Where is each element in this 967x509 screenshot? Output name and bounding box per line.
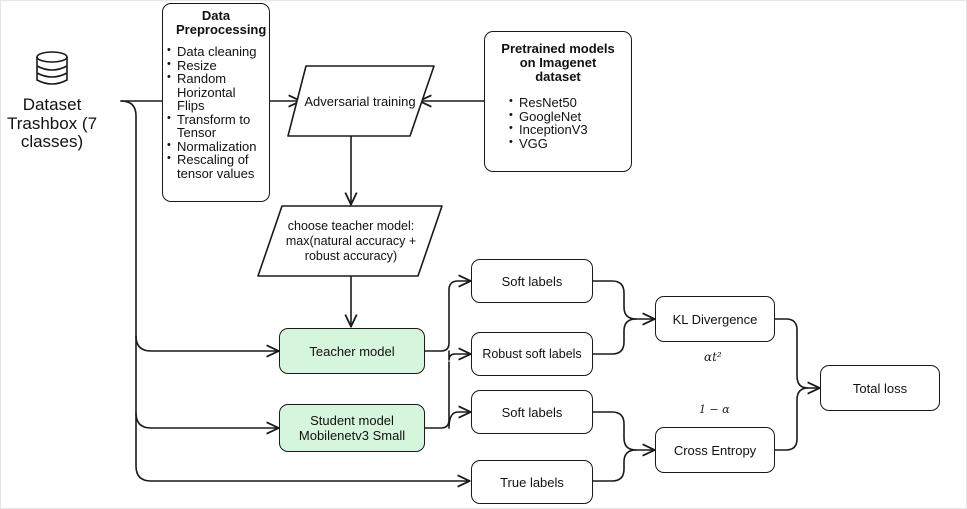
cross-entropy-box: Cross Entropy [655, 427, 775, 473]
arrow-teacher-to-robust [448, 351, 470, 361]
preprocessing-list: Data cleaningResizeRandom Horizontal Fli… [167, 44, 265, 180]
pretrained-item: ResNet50 [509, 95, 588, 110]
arrow-robust-to-kl [592, 318, 637, 355]
arrow-ce-to-total [774, 387, 809, 451]
preprocessing-item: Rescaling of tensor values [167, 152, 265, 180]
preprocessing-item: Transform to Tensor [167, 112, 265, 140]
preprocessing-item: Data cleaning [167, 44, 265, 59]
arrow-student-to-soft [448, 412, 470, 429]
student-model-box: Student model Mobilenetv3 Small [279, 404, 425, 452]
soft-labels-bottom-box: Soft labels [471, 390, 593, 434]
total-loss-box: Total loss [820, 365, 940, 411]
preprocessing-title: Data Preprocessing [176, 8, 267, 37]
pretrained-box: Pretrained models on Imagenet dataset Re… [484, 31, 632, 172]
soft-labels-top-box: Soft labels [471, 259, 593, 303]
pretrained-item: GoogleNet [509, 109, 588, 124]
arrow-student-to-robust [424, 361, 450, 429]
preprocessing-item: Random Horizontal Flips [167, 71, 265, 113]
arrow-dataset-to-student [135, 412, 278, 428]
database-icon [36, 51, 68, 85]
pretrained-title: Pretrained models on Imagenet dataset [501, 41, 615, 84]
robust-soft-labels-box: Robust soft labels [471, 332, 593, 376]
true-labels-box: True labels [471, 460, 593, 504]
preprocessing-item: Normalization [167, 139, 265, 154]
preprocessing-item: Resize [167, 58, 265, 73]
kl-divergence-box: KL Divergence [655, 296, 775, 342]
pretrained-item: VGG [509, 136, 588, 151]
choose-teacher-label: choose teacher model: max(natural accura… [285, 218, 417, 263]
arrow-dataset-to-teacher [135, 335, 278, 351]
arrow-teacher-to-soft [424, 281, 470, 352]
dataset-label: Dataset Trashbox (7 classes) [6, 95, 98, 151]
adversarial-label: Adversarial training [304, 93, 416, 109]
arrow-soft-to-kl [592, 280, 654, 319]
adversarial-shape [287, 65, 435, 137]
choose-teacher-shape [257, 205, 443, 277]
arrow-true-to-ce [592, 449, 637, 482]
preprocessing-box: Data Preprocessing Data cleaningResizeRa… [162, 3, 270, 202]
pretrained-list: ResNet50GoogleNetInceptionV3VGG [509, 95, 588, 151]
kl-weight-label: αt² [704, 350, 722, 364]
dataset-bus [120, 100, 469, 481]
arrow-soft-to-ce [592, 411, 654, 450]
ce-weight-label: 1 − α [699, 403, 730, 416]
pretrained-item: InceptionV3 [509, 122, 588, 137]
arrow-kl-to-total [774, 318, 819, 388]
teacher-model-box: Teacher model [279, 328, 425, 374]
